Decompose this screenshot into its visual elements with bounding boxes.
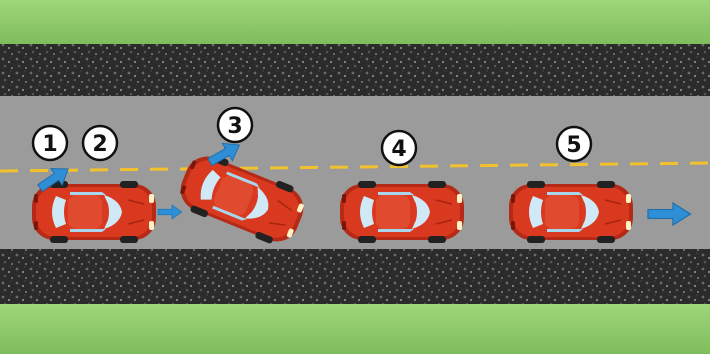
- car-step-5: [509, 181, 633, 243]
- gravel-shoulder-bottom: [0, 249, 710, 304]
- step-badge-4: 4: [382, 131, 416, 165]
- step-number-3: 3: [227, 114, 242, 139]
- step-badge-2: 2: [83, 126, 117, 160]
- step-badge-1: 1: [33, 126, 67, 160]
- car-step-1: [32, 181, 156, 243]
- gravel-shoulder-top: [0, 44, 710, 96]
- step-badge-3: 3: [218, 108, 252, 142]
- car-step-4: [340, 181, 464, 243]
- step-number-5: 5: [566, 133, 581, 158]
- step-number-2: 2: [92, 132, 107, 157]
- grass-bottom: [0, 304, 710, 354]
- step-number-4: 4: [391, 137, 406, 162]
- grass-top: [0, 0, 710, 44]
- step-badge-5: 5: [557, 127, 591, 161]
- step-number-1: 1: [42, 132, 57, 157]
